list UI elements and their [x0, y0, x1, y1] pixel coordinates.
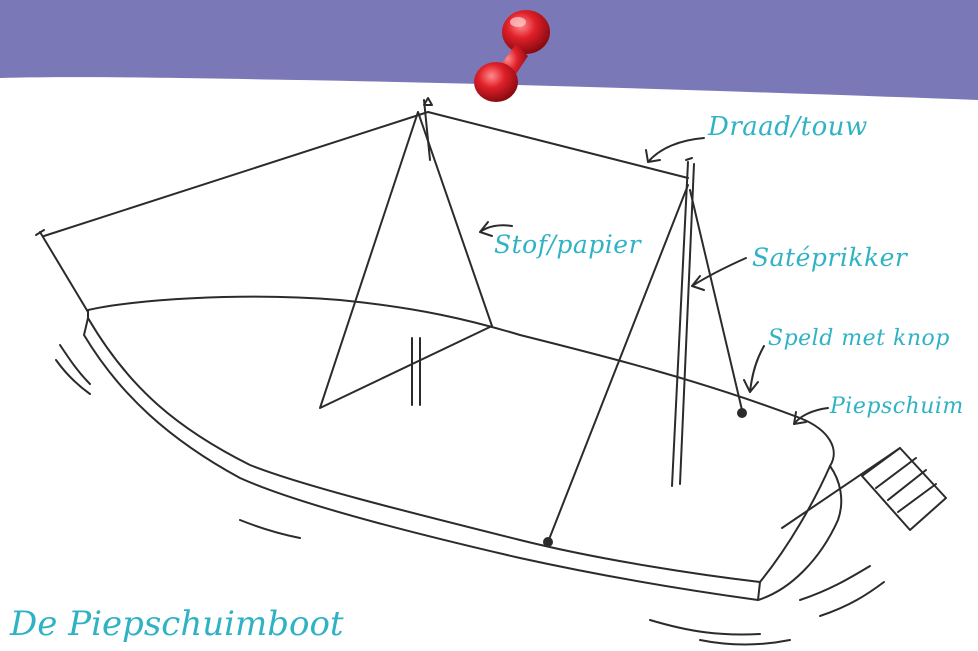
page-title: De Piepschuimboot [10, 604, 344, 644]
label-speld-met-knop: Speld met knop [768, 326, 950, 351]
pushpin-icon [466, 4, 566, 114]
label-sateprikker: Satéprikker [752, 243, 907, 272]
label-draad-touw: Draad/touw [708, 112, 868, 142]
label-stof-papier: Stof/papier [494, 230, 641, 259]
label-piepschuim: Piepschuim [830, 394, 964, 419]
